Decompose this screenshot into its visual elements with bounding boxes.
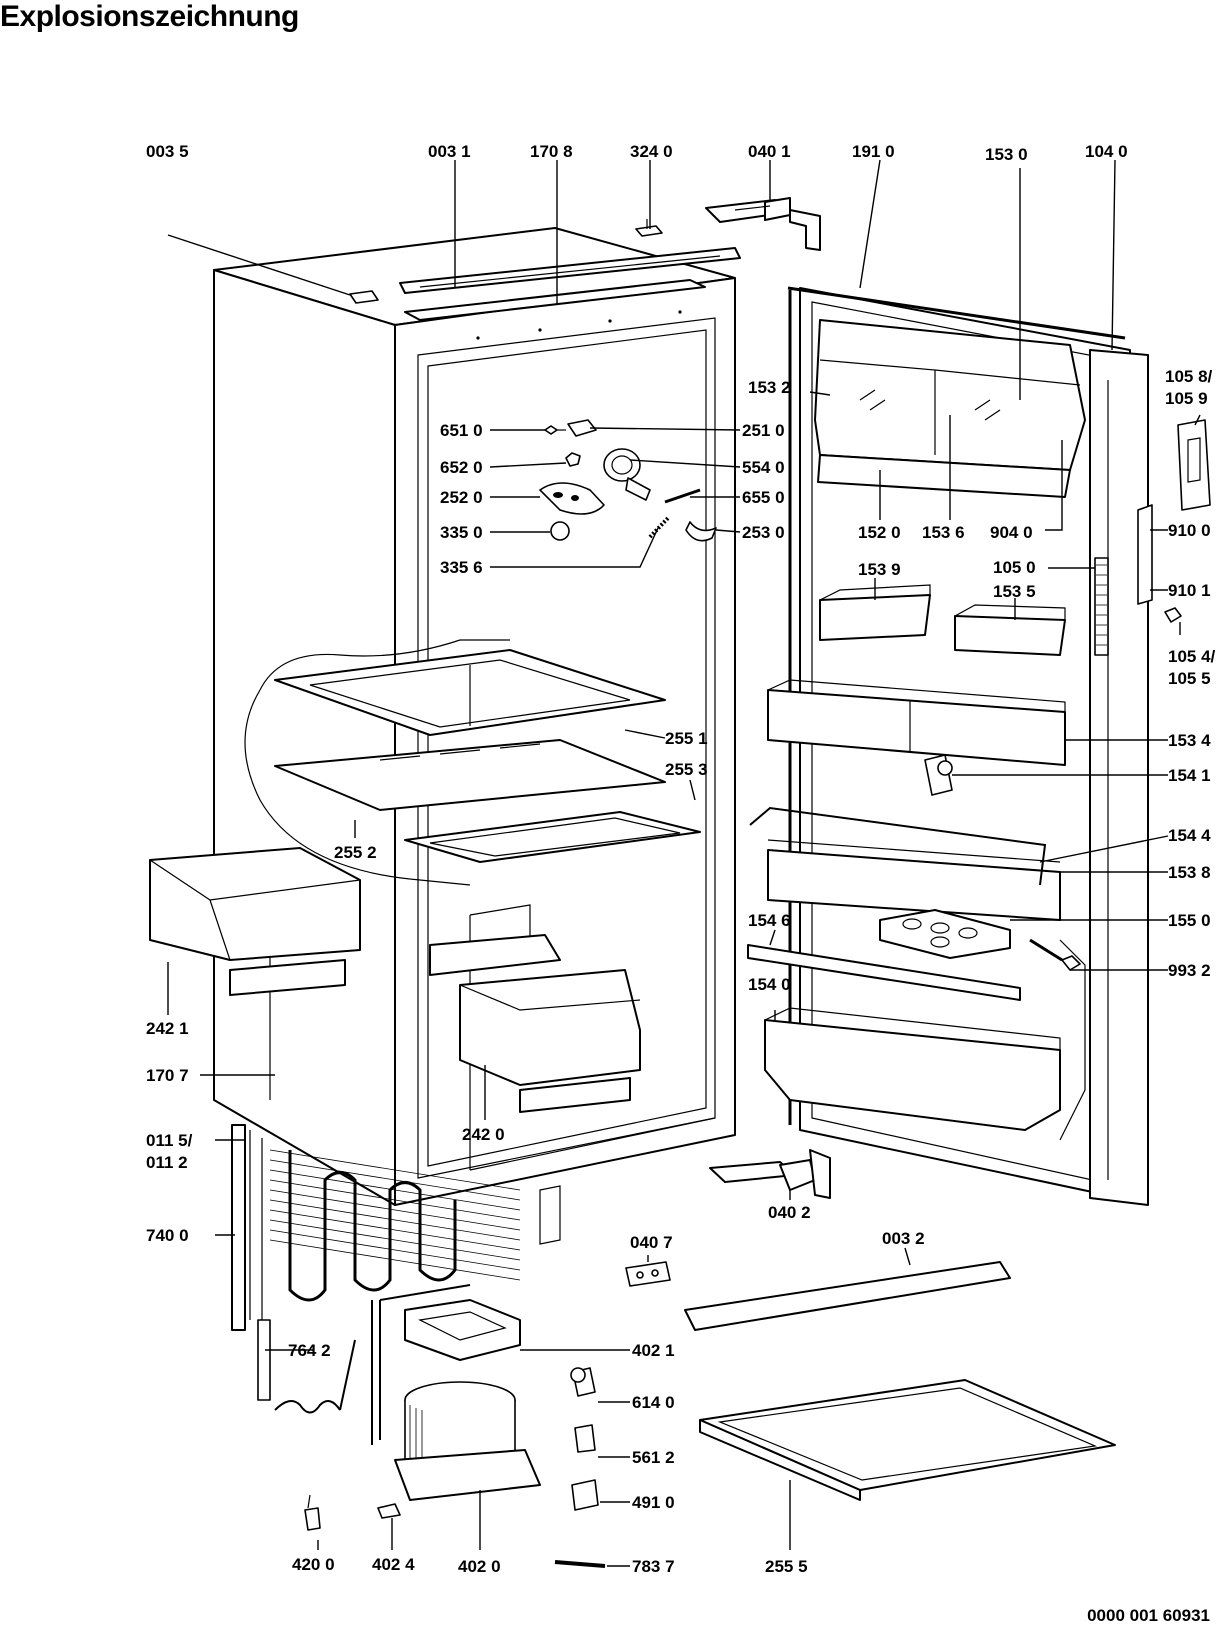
label-5612: 561 2 [632,1448,675,1467]
label-5540: 554 0 [742,458,785,477]
label-1054: 105 4/ [1168,647,1216,666]
label-1532: 153 2 [748,378,791,397]
label-0401: 040 1 [748,142,791,161]
label-1546: 154 6 [748,911,791,930]
label-0035: 003 5 [146,142,189,161]
top-cover-parts [349,219,741,321]
label-7642: 764 2 [288,1341,331,1360]
page-title: Explosionszeichnung [0,0,299,33]
label-2552: 255 2 [334,843,377,862]
label-0112: 011 2 [146,1153,188,1172]
label-0115: 011 5/ [146,1131,193,1150]
glass-shelves [244,639,701,886]
label-1708: 170 8 [530,142,573,161]
label-2520: 252 0 [440,488,483,507]
door-small-parts [924,419,1211,971]
label-6520: 652 0 [440,458,483,477]
label-9100: 910 0 [1168,521,1211,540]
label-2553: 255 3 [665,760,708,779]
label-4200: 420 0 [292,1555,335,1574]
label-2420: 242 0 [462,1125,505,1144]
label-4910: 491 0 [632,1493,675,1512]
lower-parts [625,1149,1116,1501]
label-6140: 614 0 [632,1393,675,1412]
label-2555: 255 5 [765,1557,808,1576]
label-1530: 153 0 [985,145,1028,164]
crisper-drawers [149,847,641,1113]
label-1550: 155 0 [1168,911,1211,930]
label-4020: 402 0 [458,1557,501,1576]
refrigeration-system [231,1124,606,1568]
label-7837: 783 7 [632,1557,675,1576]
part-labels: 003 5 003 1 170 8 324 0 040 1 191 0 153 … [146,142,1216,1576]
label-0402: 040 2 [768,1203,811,1222]
label-1050: 105 0 [993,558,1036,577]
label-1535: 153 5 [993,582,1036,601]
drawing-number: 0000 001 60931 [1087,1606,1210,1625]
label-2510: 251 0 [742,421,785,440]
label-9932: 993 2 [1168,961,1211,980]
label-9101: 910 1 [1168,581,1211,600]
label-1536: 153 6 [922,523,965,542]
label-2530: 253 0 [742,523,785,542]
label-1520: 152 0 [858,523,901,542]
label-1544: 154 4 [1168,826,1211,845]
label-1538: 153 8 [1168,863,1211,882]
control-parts [539,419,717,542]
label-1910: 191 0 [852,142,895,161]
label-2421: 242 1 [146,1019,189,1038]
label-1539: 153 9 [858,560,901,579]
label-4024: 402 4 [372,1555,415,1574]
label-0407: 040 7 [630,1233,673,1252]
leader-lines [167,159,1201,1567]
label-1040: 104 0 [1085,142,1128,161]
label-6550: 655 0 [742,488,785,507]
label-1058: 105 8/ [1165,367,1213,386]
label-3350: 335 0 [440,523,483,542]
label-0031: 003 1 [428,142,471,161]
label-1534: 153 4 [1168,731,1211,750]
label-4021: 402 1 [632,1341,675,1360]
label-1059: 105 9 [1165,389,1208,408]
label-7400: 740 0 [146,1226,189,1245]
door-bins [747,319,1086,1131]
label-1541: 154 1 [1168,766,1211,785]
label-3240: 324 0 [630,142,673,161]
label-1707: 170 7 [146,1066,189,1085]
label-3356: 335 6 [440,558,483,577]
label-9040: 904 0 [990,523,1033,542]
label-1540: 154 0 [748,975,791,994]
label-0032: 003 2 [882,1229,925,1248]
label-2551: 255 1 [665,729,708,748]
label-1055: 105 5 [1168,669,1211,688]
upper-hinge [705,197,821,251]
label-6510: 651 0 [440,421,483,440]
